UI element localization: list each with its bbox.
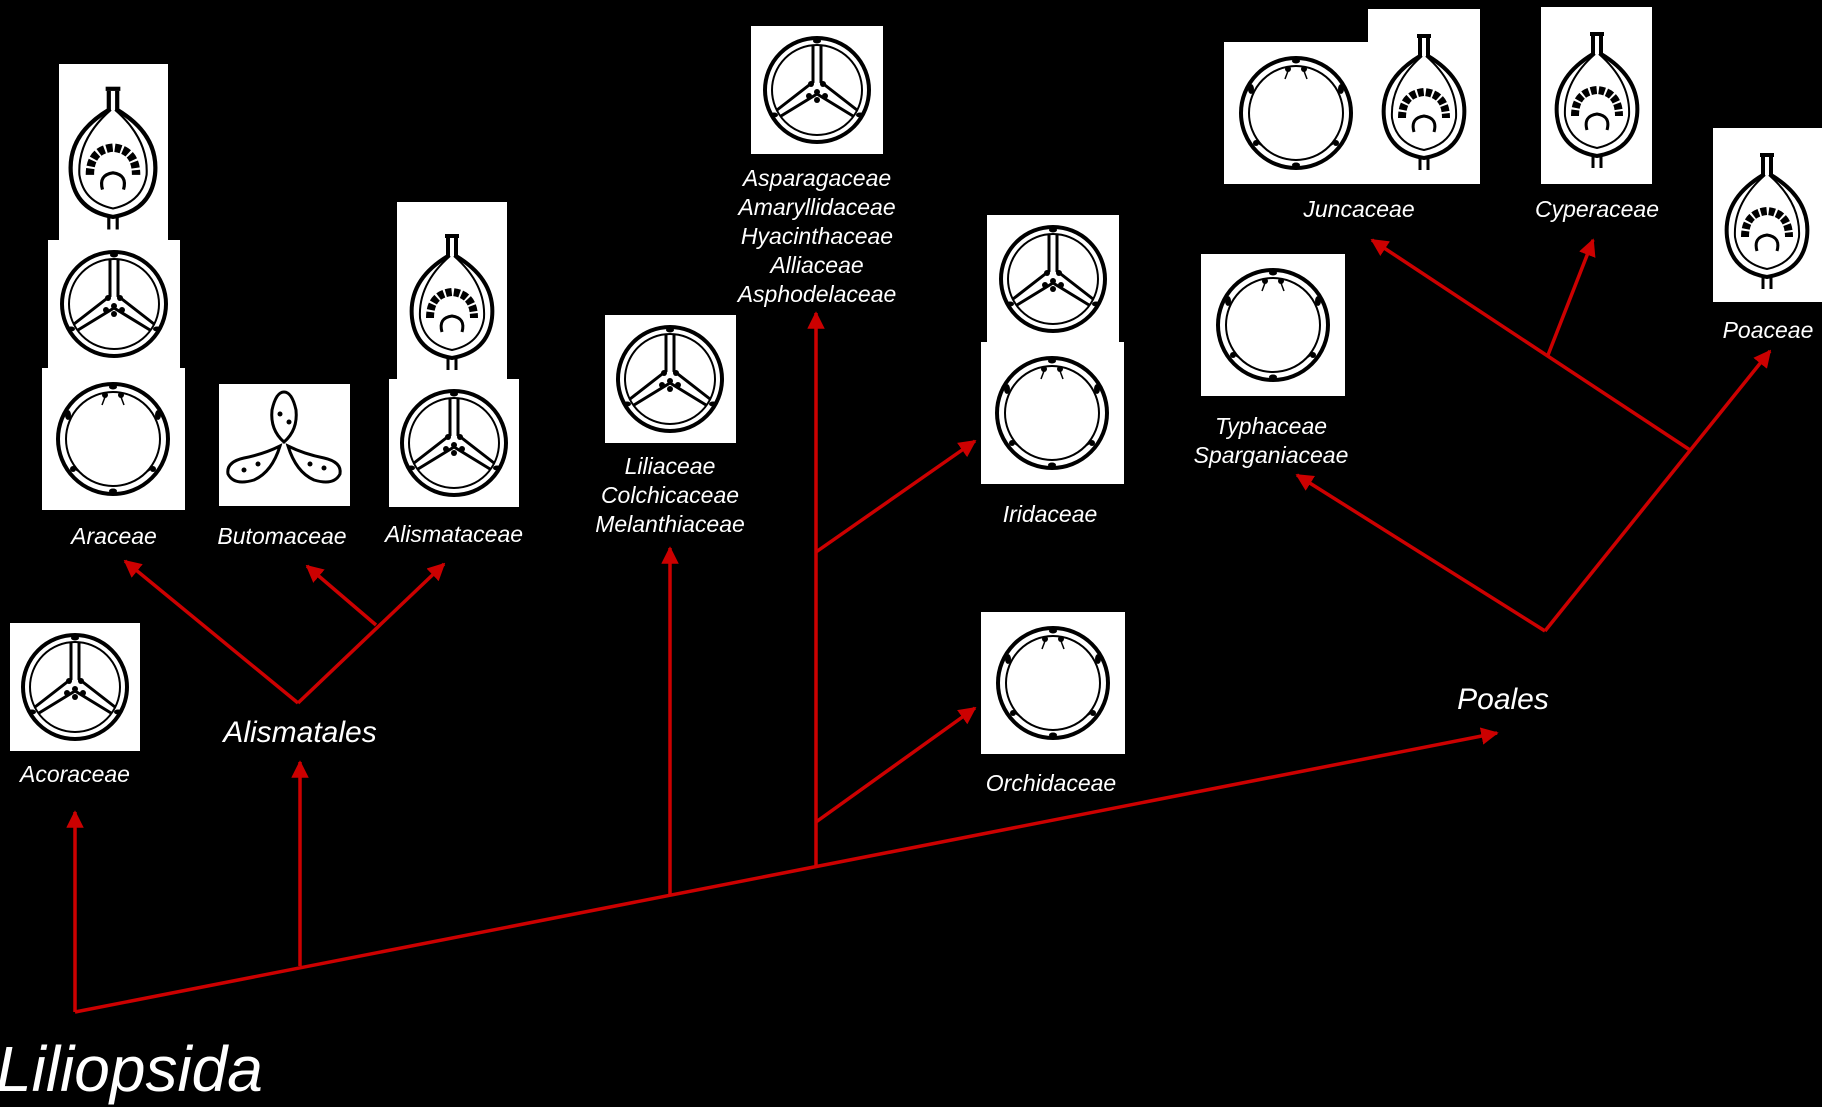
taxon-label-poaceae: Poaceae: [1722, 317, 1814, 343]
taxon-label-orchidaceae: Orchidaceae: [985, 770, 1117, 796]
orchidaceae-drawing: [981, 612, 1125, 754]
araceae-drawings: [42, 64, 185, 510]
taxon-label-alismataceae: Alismataceae: [384, 521, 524, 547]
taxon-label-iridaceae: Iridaceae: [1002, 501, 1098, 527]
poaceae-drawing: [1713, 128, 1822, 302]
cyperaceae-drawing: [1541, 7, 1652, 184]
branch-cyperaceae: [1546, 238, 1596, 356]
liliaceae-drawing: [605, 315, 736, 443]
class-title: Liliopsida: [0, 1033, 263, 1105]
asparagaceae-drawing: [751, 26, 883, 154]
taxon-label-sparganiaceae: Sparganiaceae: [1193, 442, 1349, 468]
branch-araceae: [123, 559, 300, 705]
acoraceae-drawing: [10, 623, 140, 751]
clade-label-alismatales: Alismatales: [223, 716, 377, 749]
taxon-label-juncaceae: Juncaceae: [1303, 196, 1415, 222]
typhaceae-drawing: [1201, 254, 1345, 396]
branch-juncaceae: [1370, 238, 1691, 452]
ovary-drawings: [10, 7, 1822, 754]
taxon-label-liliaceae: Liliaceae: [624, 453, 716, 479]
taxon-label-hyacinthaceae: Hyacinthaceae: [740, 223, 894, 249]
branch-butomaceae: [305, 564, 378, 627]
taxon-label-butomaceae: Butomaceae: [217, 523, 347, 549]
taxon-label-asparagaceae-group: Asparagaceae Amaryllidaceae Hyacinthacea…: [738, 164, 897, 309]
taxon-label-acoraceae: Acoraceae: [20, 761, 130, 787]
taxon-label-asparagaceae: Asparagaceae: [742, 165, 892, 191]
branch-orchidaceae: [814, 706, 977, 824]
branch-poaceae: [1543, 349, 1772, 633]
taxon-label-typhaceae: Typhaceae: [1214, 413, 1328, 439]
branch-alismataceae: [296, 562, 446, 705]
taxon-label-asphodelaceae: Asphodelaceae: [737, 281, 897, 307]
taxon-label-amaryllidaceae: Amaryllidaceae: [738, 194, 896, 220]
taxon-label-alliaceae: Alliaceae: [770, 252, 864, 278]
clade-label-poales: Poales: [1457, 683, 1549, 716]
taxon-label-melanthiaceae: Melanthiaceae: [595, 511, 745, 537]
branch-iridaceae: [814, 439, 977, 554]
taxon-label-liliaceae-group: Liliaceae Colchicaceae Melanthiaceae: [595, 452, 745, 539]
iridaceae-drawings: [981, 215, 1124, 484]
juncaceae-drawings: [1224, 9, 1480, 184]
tree-branches: [66, 238, 1772, 1014]
alismataceae-drawings: [389, 202, 519, 507]
taxon-label-colchicaceae: Colchicaceae: [600, 482, 740, 508]
taxon-label-typhaceae-group: Typhaceae Sparganiaceae: [1194, 412, 1349, 470]
butomaceae-drawing: [219, 384, 350, 506]
branch-main: [74, 727, 1499, 1014]
taxon-label-cyperaceae: Cyperaceae: [1534, 196, 1660, 222]
taxon-label-araceae: Araceae: [71, 523, 157, 549]
branch-typhaceae: [1295, 473, 1546, 633]
